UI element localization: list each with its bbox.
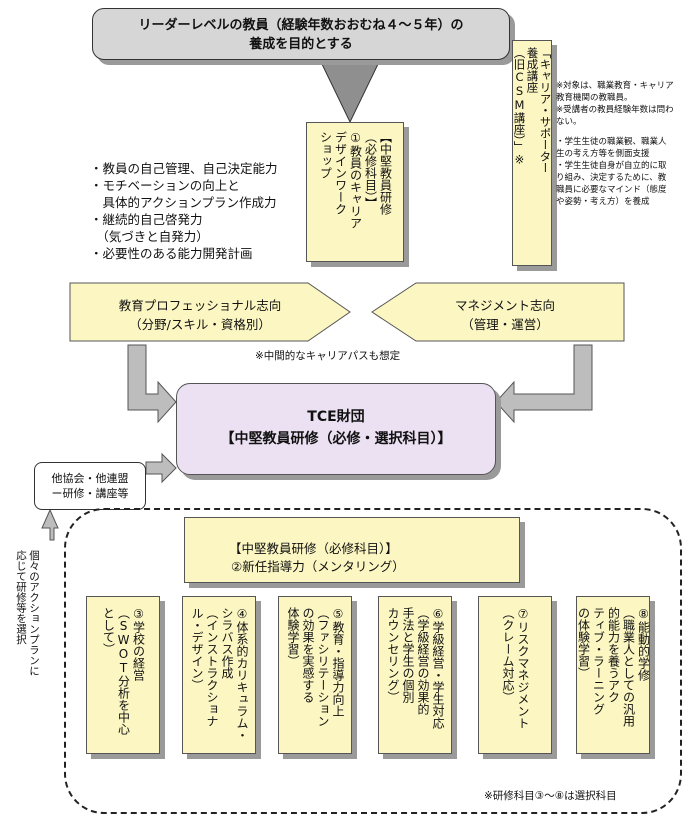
- career-design-workshop-box: 【中堅教員研修 （必修科目）】 ①教員のキャリア デザインワーク ショップ: [306, 122, 404, 262]
- ability-item: ・継続的自己啓発力: [90, 212, 203, 227]
- elective-course-4: ④体系的カリキュラム・ シラバス作成 （インストラクショナ ル・デザイン）: [182, 596, 256, 754]
- ability-item: （気づきと自発力）: [90, 229, 209, 244]
- elective-course-3: ③学校の経営 （SWOT分析を中心 として）: [86, 596, 160, 754]
- ability-item: 具体的アクションプラン作成力: [90, 195, 277, 210]
- career-course-notes: ※対象は、職業教育・キャリア教育機関の教職員。 ※受講者の教員経験年数は問わない…: [556, 80, 674, 208]
- prof-arrow-shape: [69, 282, 351, 342]
- career-supporter-course-box: 「キャリア・サポーター 養成講座 （旧CSM講座）」※: [512, 40, 553, 266]
- elective-course-7: ⑦リスクマネジメント （クレーム対応）: [478, 596, 552, 754]
- tce-subtitle: 【中堅教員研修（必修・選択科目）】: [220, 431, 452, 447]
- tce-title: TCE財団: [307, 409, 365, 425]
- required-course-box: 【中堅教員研修（必修科目）】 ②新任指導力（メンタリング）: [184, 517, 520, 583]
- top-box-pointer: [319, 59, 381, 124]
- purpose-box: リーダーレベルの教員（経験年数おおむね４～５年）の 養成を目的とする: [92, 8, 510, 60]
- mgmt-arrow-shape: [371, 282, 625, 342]
- prof-arrow-label: 教育プロフェッショナル志向 （分野/スキル・資格別）: [118, 298, 282, 332]
- career-note-4: ・学生生徒自身が自立的に取り組み、決定するために、教職員に必要なマインド（態度や…: [556, 161, 667, 207]
- ability-item: ・必要性のある能力開発計画: [90, 246, 253, 261]
- mid-career-path-note: ※中間的なキャリアパスも想定: [255, 350, 401, 362]
- training-courses-frame: [64, 508, 682, 814]
- mgmt-arrow-label: マネジメント志向 （管理・運営）: [454, 298, 555, 332]
- career-design-workshop-text: 【中堅教員研修 （必修科目）】 ①教員のキャリア デザインワーク ショップ: [318, 131, 393, 229]
- prof-elbow-arrow: [127, 344, 177, 424]
- mgmt-elbow-arrow: [495, 344, 593, 424]
- elective-course-5: ⑤教育・指導力向上 （ファシリテーション の効果を実感する 体験学習）: [278, 596, 352, 754]
- other-associations-box: 他協会・他連盟 ー研修・講座等: [34, 462, 146, 510]
- assoc-to-tce-arrow: [145, 452, 177, 484]
- purpose-line-2: 養成を目的とする: [249, 37, 353, 52]
- tce-foundation-box: TCE財団 【中堅教員研修（必修・選択科目）】: [176, 383, 496, 475]
- ability-item: ・教員の自己管理、自己決定能力: [90, 161, 278, 176]
- elective-course-8: ⑧能動的学修 （職業人としての汎用 的能力を養うアク ティブ・ラーニング の体験…: [576, 596, 651, 754]
- career-supporter-course-text: 「キャリア・サポーター 養成講座 （旧CSM講座）」※: [512, 47, 553, 174]
- abilities-list: ・教員の自己管理、自己決定能力 ・モチベーションの向上と 具体的アクションプラン…: [90, 160, 278, 262]
- elective-course-6: ⑥学級経営・学生対応 （学級経営の効果的 手法と学生の個別 カウンセリング）: [378, 596, 452, 754]
- career-note-2: ※受講者の教員経験年数は問わない。: [556, 105, 674, 127]
- career-note-3: ・学生生徒の職業観、職業人生の考え方等を側面支援: [556, 137, 667, 159]
- ability-item: ・モチベーションの向上と: [90, 178, 240, 193]
- purpose-line-1: リーダーレベルの教員（経験年数おおむね４～５年）の: [138, 18, 464, 33]
- elective-footnote: ※研修科目③～⑧は選択科目: [484, 790, 617, 802]
- career-note-1: ※対象は、職業教育・キャリア教育機関の教職員。: [556, 81, 674, 103]
- action-plan-side-note: 個々のアクションプランに 応じて研修等を選択: [15, 550, 40, 676]
- select-up-arrow: [41, 508, 59, 541]
